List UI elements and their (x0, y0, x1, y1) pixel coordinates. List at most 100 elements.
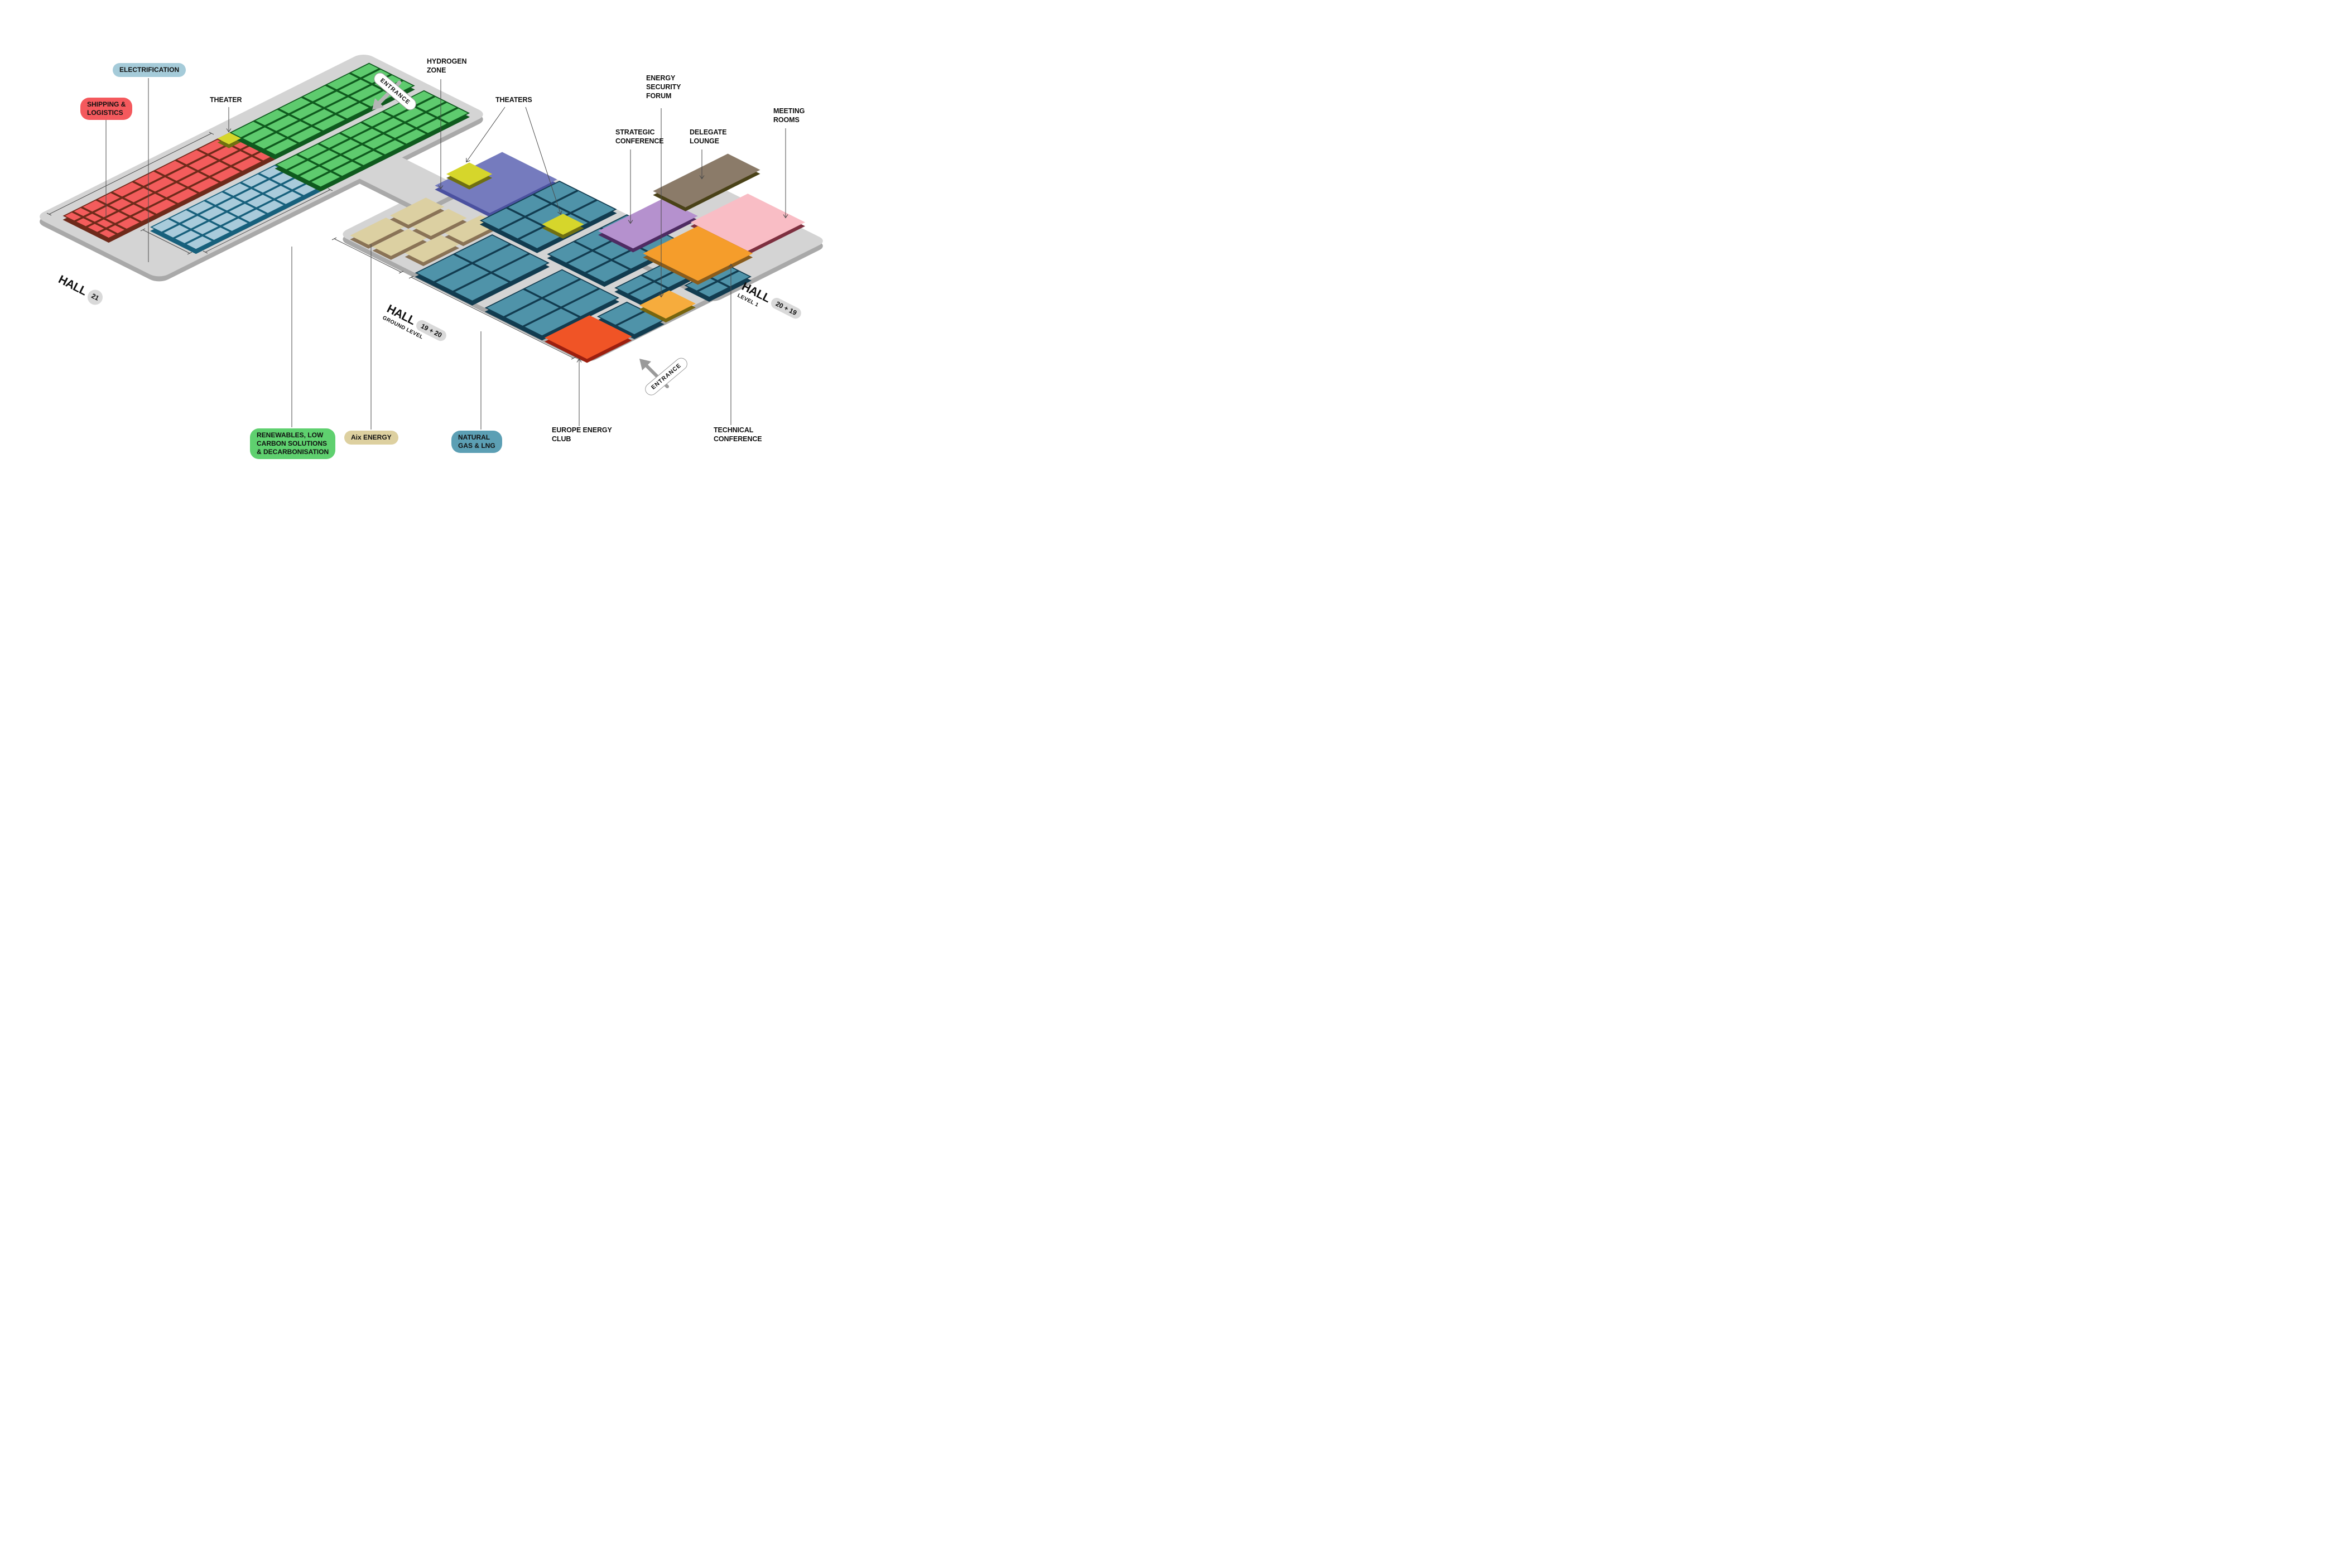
zone-electrification-stand[interactable] (193, 221, 219, 234)
zone-strategic-conference[interactable] (598, 199, 698, 253)
zone-renewables-band-1-stand[interactable] (256, 109, 287, 126)
zone-natural-gas-4-stand[interactable] (720, 271, 750, 287)
zone-energy-security-forum-top[interactable] (639, 290, 696, 319)
zone-renewables-band-2-stand[interactable] (397, 129, 426, 144)
zone-shipping-logistics-stand[interactable] (169, 189, 198, 203)
aix-energy-block-5-top[interactable] (405, 235, 460, 263)
zone-shipping-logistics-stand[interactable] (94, 206, 117, 218)
zone-natural-gas-2-stand[interactable] (568, 252, 609, 272)
zone-natural-gas-6-stand[interactable] (506, 299, 559, 326)
zone-electrification-stand[interactable] (211, 213, 237, 225)
zone-renewables-band-1-stand[interactable] (279, 98, 311, 114)
zone-shipping-logistics-stand[interactable] (97, 219, 113, 228)
zone-renewables-band-1-stand[interactable] (350, 85, 382, 101)
zone-renewables-band-1-stand[interactable] (303, 85, 335, 102)
zone-hydrogen[interactable] (435, 152, 557, 218)
theater-mid-2-top[interactable] (542, 214, 584, 235)
zone-natural-gas-6-stand[interactable] (544, 279, 598, 307)
zone-shipping-logistics-stand[interactable] (146, 177, 175, 192)
zone-renewables-band-1-stand[interactable] (339, 79, 370, 95)
zone-shipping-logistics-stand[interactable] (233, 157, 261, 171)
zone-shipping-logistics-stand[interactable] (83, 200, 105, 212)
zone-shipping-logistics-stand[interactable] (74, 208, 90, 216)
zone-natural-gas-4-stand[interactable] (699, 282, 728, 297)
zone-natural-gas-1-stand[interactable] (572, 200, 615, 222)
zone-shipping-logistics-stand[interactable] (65, 212, 81, 221)
zone-renewables-band-2[interactable] (275, 90, 470, 192)
zone-technical-conference-top[interactable] (643, 226, 753, 281)
aix-energy-block-1-top[interactable] (350, 218, 405, 245)
zone-electrification-stand[interactable] (253, 180, 279, 193)
zone-shipping-logistics-stand[interactable] (98, 193, 121, 204)
zone-renewables-band-1-stand[interactable] (315, 91, 346, 107)
zone-renewables-band-2-stand[interactable] (321, 156, 350, 170)
zone-renewables-band-2-stand[interactable] (363, 112, 392, 127)
zone-electrification-stand[interactable] (181, 216, 207, 229)
zone-natural-gas-5-stand[interactable] (455, 273, 509, 301)
zone-shipping-logistics-stand[interactable] (222, 151, 250, 165)
zone-renewables-band-2-stand[interactable] (407, 113, 435, 128)
zone-delegate-lounge[interactable] (653, 153, 760, 211)
zone-electrification-stand[interactable] (229, 204, 254, 216)
zone-natural-gas-5[interactable] (415, 234, 550, 306)
aix-energy-block-4[interactable] (412, 209, 467, 240)
zone-renewables-band-2-stand[interactable] (298, 144, 327, 159)
zone-renewables-band-2-stand[interactable] (374, 118, 403, 133)
aix-energy-block-3[interactable] (372, 229, 427, 260)
aix-energy-block-5[interactable] (405, 235, 460, 267)
zone-shipping-logistics-stand[interactable] (179, 172, 208, 187)
zone-natural-gas-1-stand[interactable] (535, 181, 576, 203)
zone-renewables-band-1-stand[interactable] (266, 139, 297, 155)
zone-electrification[interactable] (150, 165, 321, 254)
zone-europe-energy-club-top[interactable] (545, 315, 632, 359)
zone-meeting-rooms-top[interactable] (690, 194, 805, 251)
zone-renewables-band-1-stand[interactable] (291, 103, 322, 119)
zone-renewables-band-2-stand[interactable] (418, 119, 447, 133)
zone-natural-gas-6[interactable] (484, 269, 620, 341)
zone-natural-gas-7-stand[interactable] (599, 302, 643, 325)
zone-electrification-stand[interactable] (188, 201, 214, 214)
theater-hall21[interactable] (217, 132, 241, 148)
zone-electrification-stand[interactable] (235, 189, 261, 202)
zone-shipping-logistics-stand[interactable] (156, 161, 185, 175)
theater-mid-1-top[interactable] (446, 162, 493, 186)
zone-shipping-logistics-stand[interactable] (190, 178, 219, 192)
zone-renewables-band-2-stand[interactable] (331, 139, 360, 154)
zone-electrification-stand[interactable] (224, 183, 249, 196)
zone-shipping-logistics-stand[interactable] (136, 194, 165, 208)
zone-electrification-stand[interactable] (152, 219, 177, 232)
zone-shipping-logistics-stand[interactable] (113, 182, 142, 197)
zone-shipping-logistics-stand[interactable] (132, 210, 155, 221)
zone-shipping-logistics-stand[interactable] (124, 188, 153, 202)
zone-renewables-band-2-stand[interactable] (353, 128, 382, 143)
zone-shipping-logistics-stand[interactable] (76, 218, 93, 226)
zone-electrification-stand[interactable] (170, 210, 195, 223)
zone-renewables-band-1-stand[interactable] (243, 127, 275, 143)
zone-natural-gas-1-stand[interactable] (527, 205, 569, 225)
zone-renewables-band-1-stand[interactable] (267, 115, 299, 131)
zone-renewables-band-2-stand[interactable] (439, 108, 468, 123)
zone-renewables-band-1-stand[interactable] (278, 121, 310, 137)
zone-renewables-band-1-stand[interactable] (327, 74, 359, 90)
zone-electrification-stand[interactable] (223, 218, 248, 231)
zone-natural-gas-5-stand[interactable] (474, 245, 528, 272)
zone-shipping-logistics-stand[interactable] (147, 199, 176, 214)
aix-energy-block-2-top[interactable] (389, 197, 445, 225)
aix-energy-block-4-top[interactable] (412, 209, 467, 237)
zone-renewables-band-1-stand[interactable] (314, 115, 345, 131)
zone-electrification-stand[interactable] (240, 209, 266, 223)
zone-renewables-band-2-stand[interactable] (364, 134, 393, 149)
zone-shipping-logistics-stand[interactable] (85, 214, 102, 222)
zone-electrification-stand[interactable] (247, 195, 272, 208)
zone-renewables-band-1-stand[interactable] (232, 122, 263, 137)
zone-shipping-logistics-stand[interactable] (105, 212, 128, 223)
zone-renewables-band-1-stand[interactable] (254, 133, 286, 149)
zone-renewables-band-2-stand[interactable] (288, 161, 317, 175)
zone-renewables-band-2-stand[interactable] (310, 150, 339, 165)
aix-energy-block-3-top[interactable] (372, 229, 427, 256)
zone-electrification-stand[interactable] (265, 186, 290, 199)
zone-renewables-band-2-stand[interactable] (376, 140, 405, 155)
zone-renewables-band-2-stand[interactable] (396, 107, 424, 122)
zone-shipping-logistics-stand[interactable] (177, 150, 206, 165)
zone-renewables-band-2-stand[interactable] (277, 155, 306, 170)
